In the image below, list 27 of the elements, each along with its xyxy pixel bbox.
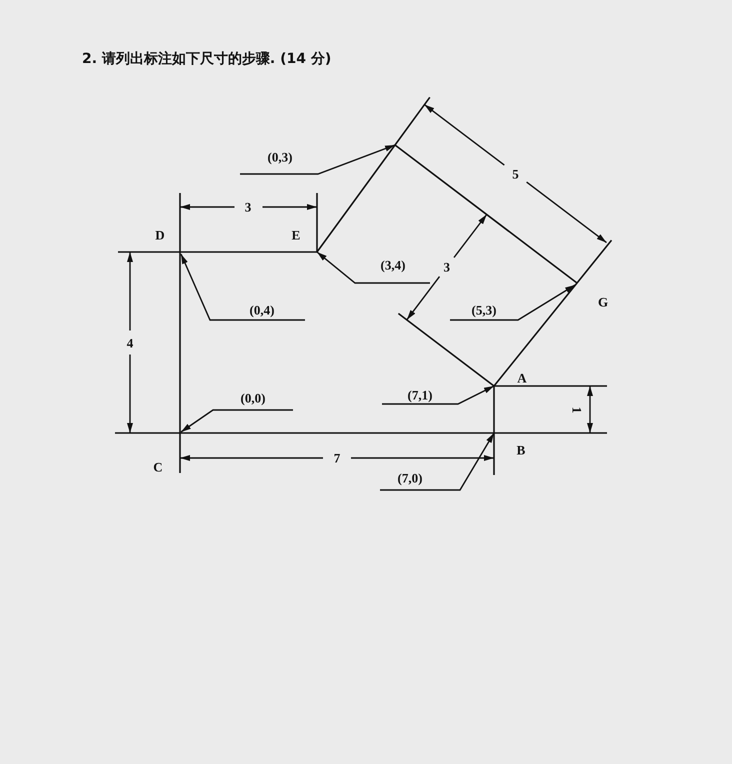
leader-line: [240, 144, 396, 175]
coordinate-label: (7,1): [408, 388, 432, 402]
point-letter: E: [292, 228, 300, 242]
leader-line: [316, 251, 430, 284]
coordinate-label: (0,3): [268, 150, 292, 164]
coordinate-label: (7,0): [398, 470, 422, 486]
dimension-value: 4: [126, 336, 134, 350]
coordinate-label: (5,3): [472, 302, 496, 318]
leader-line: [180, 254, 305, 321]
point-letter: G: [598, 294, 608, 310]
dimension-value: 5: [512, 166, 519, 182]
point-letter: D: [155, 228, 165, 242]
dimension-value: 7: [334, 450, 340, 466]
dimension-value: 3: [444, 260, 450, 275]
question-title: 2. 请列出标注如下尺寸的步骤. (14 分): [82, 50, 332, 68]
leader-line: [180, 409, 293, 433]
point-letter: A: [517, 370, 527, 386]
point-letter: B: [516, 442, 526, 458]
leader-line: [382, 385, 494, 405]
leader-line: [380, 432, 495, 491]
leader-line: [450, 284, 576, 321]
dimension-value: 3: [244, 200, 252, 214]
dimension-value: 1: [570, 406, 584, 414]
coordinate-label: (3,4): [380, 258, 406, 272]
coordinate-label: (0,0): [240, 390, 266, 406]
coordinate-label: (0,4): [250, 302, 274, 318]
point-letter: C: [153, 460, 163, 474]
